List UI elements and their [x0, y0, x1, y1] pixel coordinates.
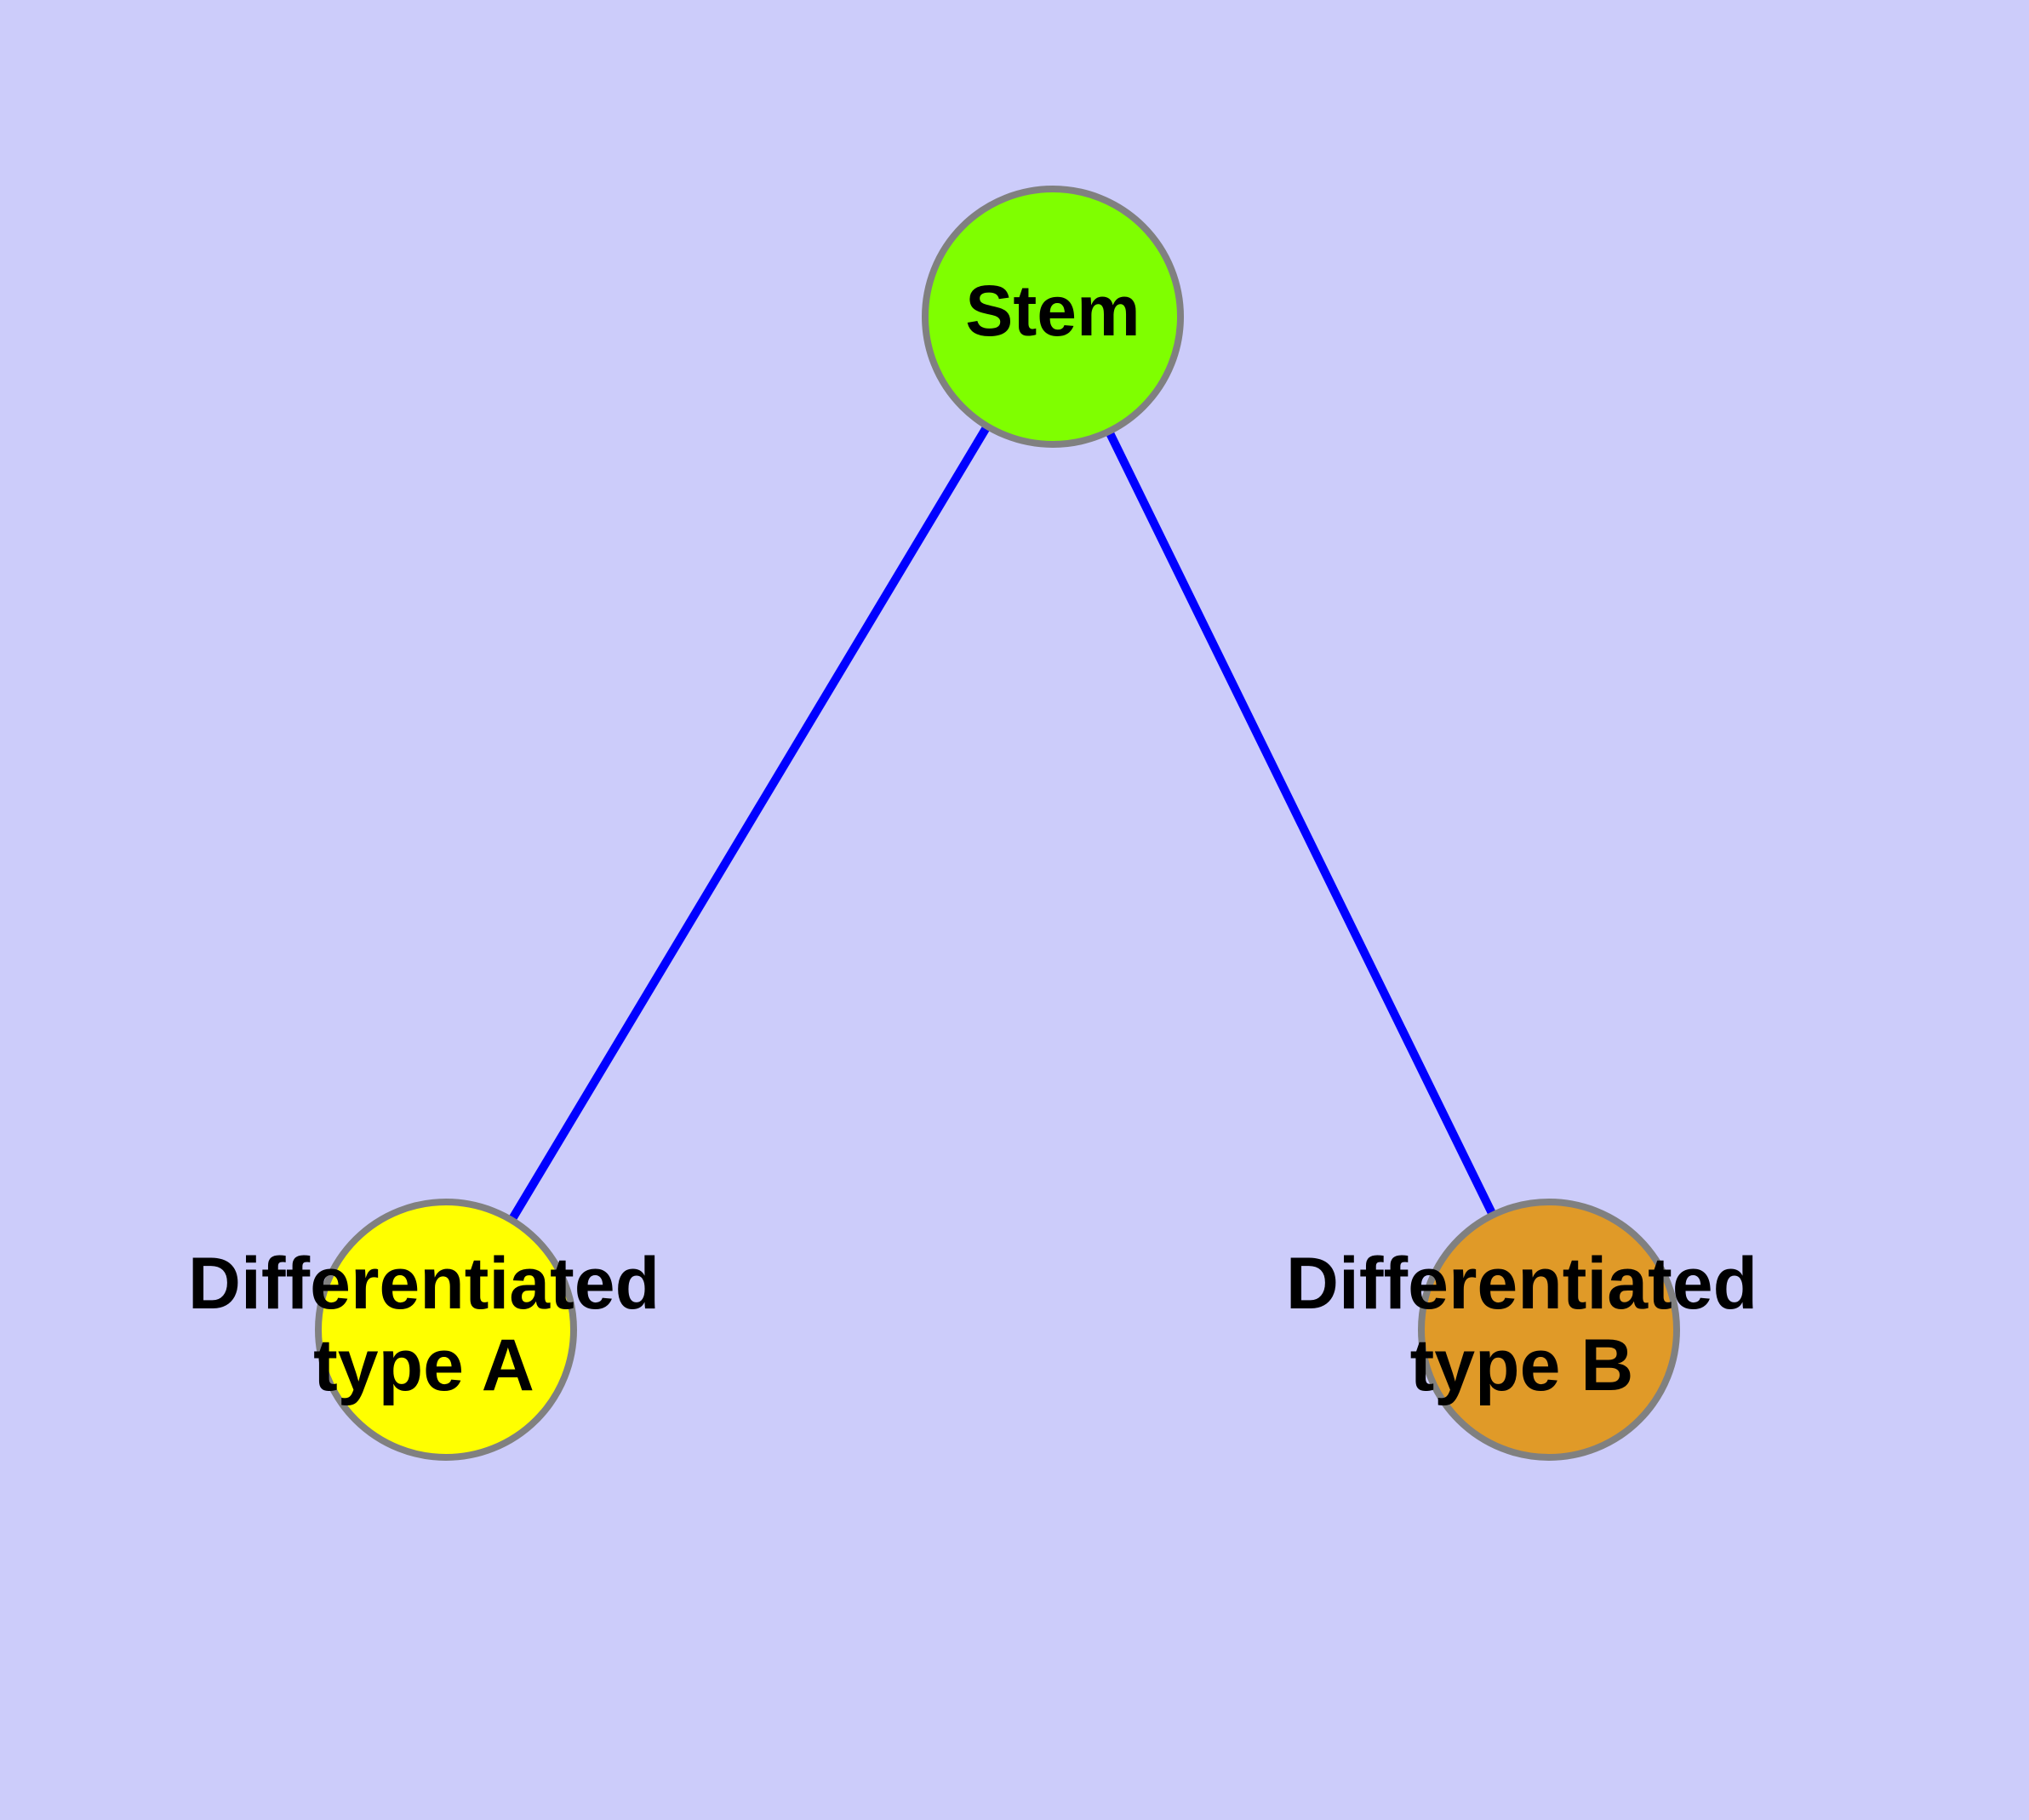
node-label-stem: Stem	[965, 271, 1140, 351]
node-circle-diff_a[interactable]	[315, 1199, 577, 1461]
node-label-line: Differentiated	[1286, 1243, 1758, 1325]
edge-stem-to-diff_a[interactable]	[442, 314, 1057, 1332]
edge-stem-to-diff_b[interactable]	[1049, 314, 1553, 1332]
node-circle-stem[interactable]	[922, 186, 1184, 448]
node-stem[interactable]: Stem	[922, 186, 1184, 448]
node-label-line: Differentiated	[188, 1243, 660, 1325]
node-label-line: type A	[313, 1325, 534, 1406]
node-label-line: Stem	[965, 271, 1140, 351]
edge-layer	[442, 314, 1553, 1332]
node-circle-diff_b[interactable]	[1418, 1199, 1680, 1461]
node-label-line: type B	[1410, 1325, 1634, 1406]
